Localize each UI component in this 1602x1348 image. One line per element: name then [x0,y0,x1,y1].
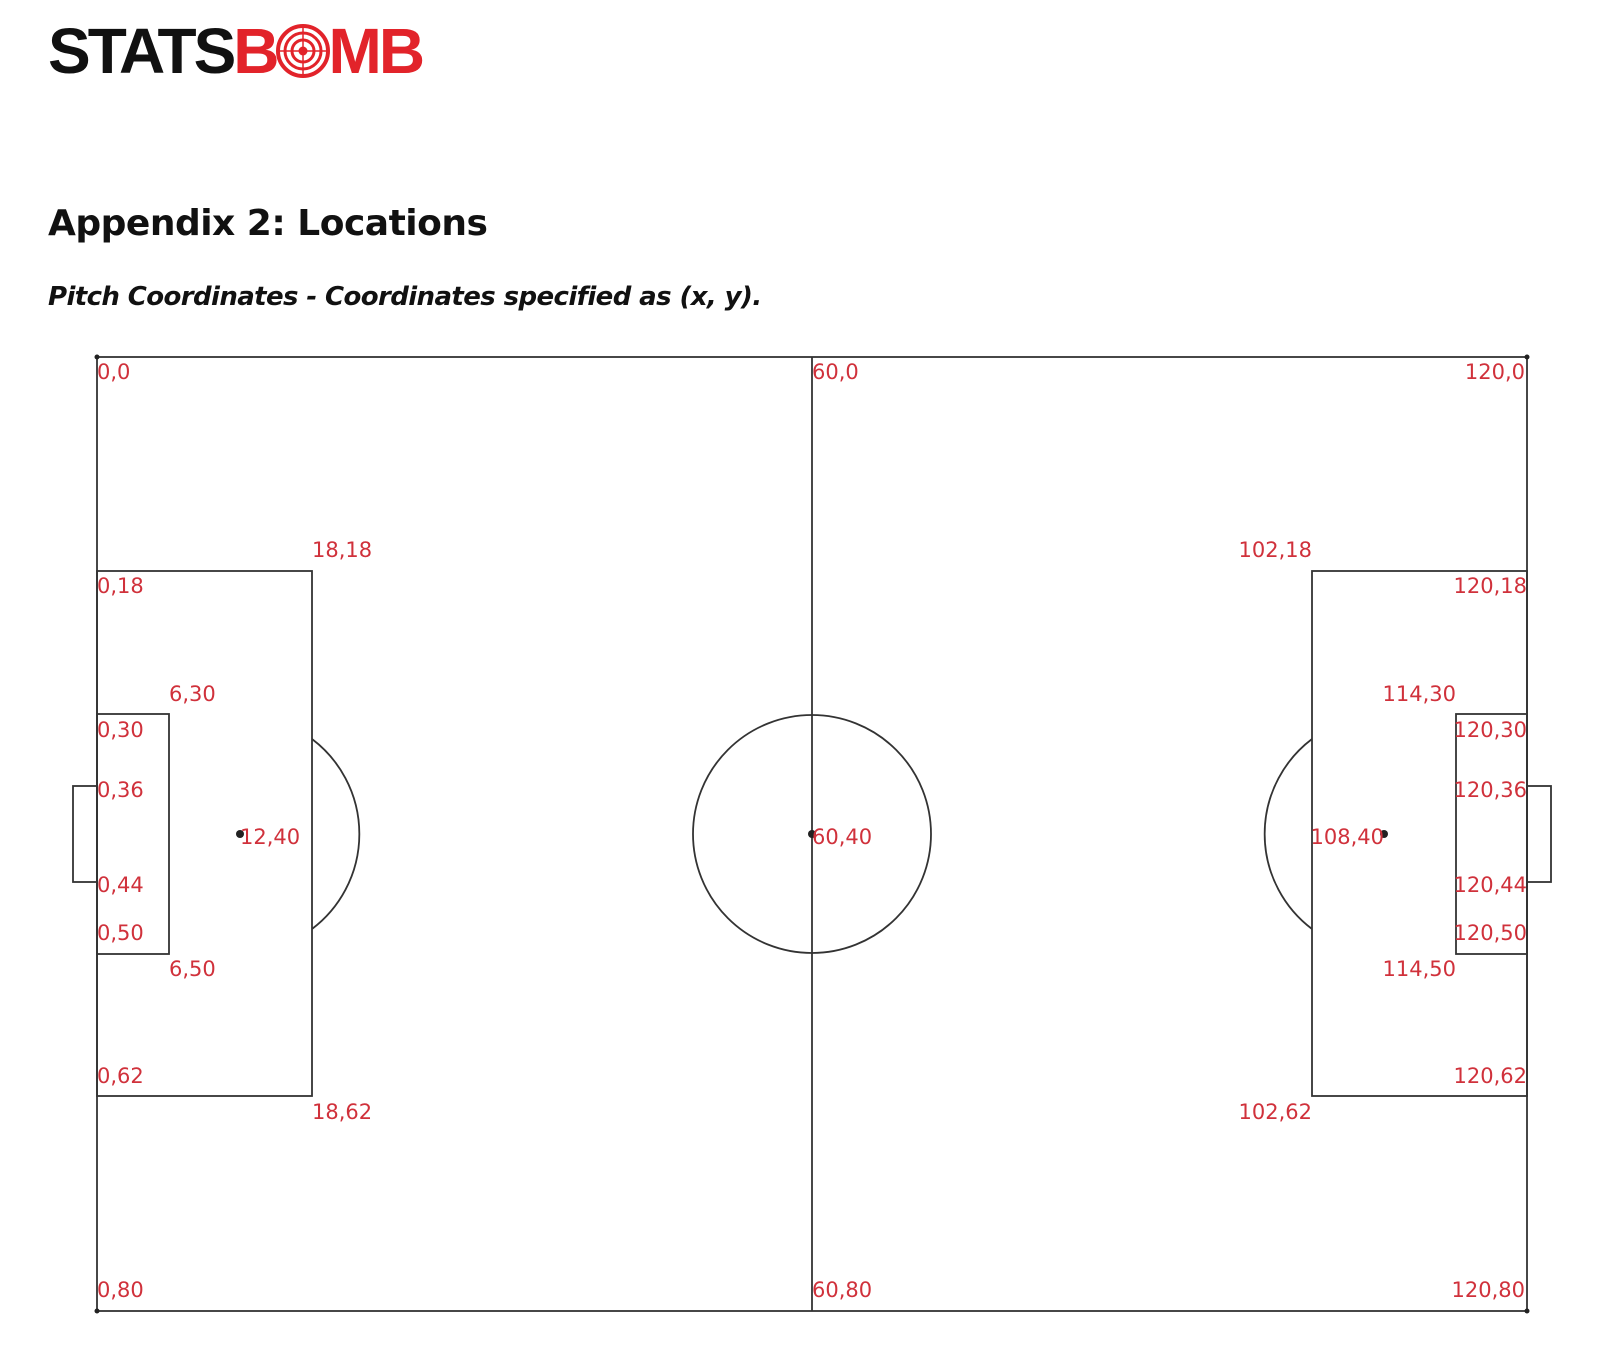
left-six-yard-box [96,713,170,955]
page-heading: Appendix 2: Locations [48,203,488,244]
coord-label: 120,18 [1454,574,1527,598]
right-goal [1526,785,1552,883]
coord-label: 120,62 [1454,1064,1527,1088]
corner-dot [94,354,100,360]
right-six-yard-box [1455,713,1528,955]
coord-label: 120,0 [1465,360,1525,384]
coord-label: 0,50 [97,921,144,945]
right-penalty-arc [1263,738,1313,930]
coord-label: 0,30 [97,718,144,742]
corner-dot [94,1308,100,1314]
centre-spot [808,830,816,838]
coord-label: 60,40 [812,825,872,849]
coord-label: 120,30 [1454,718,1527,742]
coord-label: 0,62 [97,1064,144,1088]
page-subheading: Pitch Coordinates - Coordinates specifie… [48,282,762,312]
target-icon [275,24,330,78]
logo-text-mb: MB [328,15,426,87]
coord-label: 6,50 [169,957,216,981]
coord-label: 0,80 [97,1278,144,1302]
coord-label: 12,40 [240,825,300,849]
corner-dot [1524,1308,1530,1314]
coord-label: 114,50 [1383,957,1456,981]
coord-label: 120,80 [1452,1278,1525,1302]
left-goal [72,785,98,883]
coord-label: 0,44 [97,873,144,897]
right-penalty-spot [1380,830,1388,838]
coord-label: 102,18 [1239,538,1312,562]
logo-text-b: B [233,15,279,87]
corner-dot [1524,354,1530,360]
left-penalty-spot [236,830,244,838]
logo-text-stats: STATS [48,15,236,87]
coord-label: 120,50 [1454,921,1527,945]
coord-label: 0,0 [97,360,130,384]
coord-label: 60,0 [812,360,859,384]
coord-label: 18,62 [312,1100,372,1124]
left-penalty-arc [311,738,361,930]
logo-text-bomb: B MB [233,15,426,87]
coord-label: 114,30 [1383,682,1456,706]
coord-label: 102,62 [1239,1100,1312,1124]
coord-label: 108,40 [1311,825,1384,849]
coord-label: 120,44 [1454,873,1527,897]
coord-label: 0,36 [97,778,144,802]
centre-circle [692,714,932,954]
coord-label: 6,30 [169,682,216,706]
coord-label: 0,18 [97,574,144,598]
coord-label: 18,18 [312,538,372,562]
coord-label: 60,80 [812,1278,872,1302]
coord-label: 120,36 [1454,778,1527,802]
statsbomb-logo: STATS B MB [48,15,426,87]
coordinate-labels: 0,0 60,0 120,0 18,18 102,18 0,18 120,18 … [97,360,1527,1302]
